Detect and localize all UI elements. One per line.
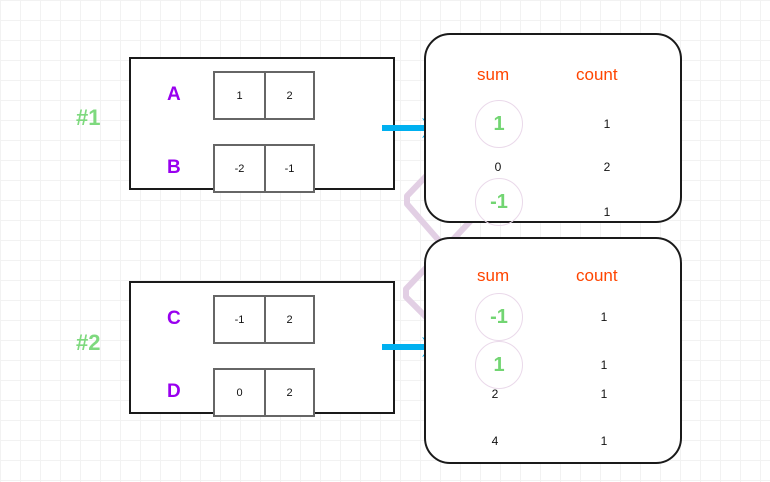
row-label-c: C (167, 308, 181, 329)
row-label-b: B (167, 157, 181, 178)
panel1-sum-row-2: -1 (475, 178, 523, 226)
group-box-1: A 1 2 B -2 -1 (129, 57, 395, 193)
panel2-sum-row-2: 2 (491, 387, 499, 401)
cell-c-0: -1 (234, 313, 245, 326)
cell-b-0: -2 (234, 162, 245, 175)
cell-a-1: 2 (264, 73, 313, 118)
panel2-header-count: count (576, 266, 618, 285)
panel2-header-sum: sum (477, 266, 510, 285)
cell-d-0: 0 (236, 386, 243, 399)
cell-d-1: 2 (264, 370, 313, 415)
panel2-sum-row-0: -1 (475, 293, 523, 341)
section-marker-1: #1 (76, 105, 101, 130)
panel1-sum-row-1: 0 (494, 160, 502, 174)
panel2-sum-row-1: 1 (475, 341, 523, 389)
result-panel-2: sum count -1 1 1 1 2 1 4 1 (424, 237, 682, 464)
section-marker-2: #2 (76, 330, 101, 355)
cell-pair-b: -2 -1 (213, 144, 315, 193)
row-label-d: D (167, 381, 181, 402)
panel1-header-count: count (576, 65, 618, 84)
cell-pair-d: 0 2 (213, 368, 315, 417)
panel1-count-row-0: 1 (603, 117, 611, 131)
panel2-count-row-0: 1 (600, 310, 608, 324)
cell-pair-a: 1 2 (213, 71, 315, 120)
cell-c-1: 2 (264, 297, 313, 342)
panel1-count-row-1: 2 (603, 160, 611, 174)
panel1-count-row-2: 1 (603, 205, 611, 219)
cell-a-0: 1 (236, 89, 243, 102)
panel2-count-row-1: 1 (600, 358, 608, 372)
panel1-header-sum: sum (477, 65, 510, 84)
row-label-a: A (167, 84, 181, 105)
panel2-count-row-3: 1 (600, 434, 608, 448)
panel1-sum-row-0: 1 (475, 100, 523, 148)
cell-b-1: -1 (264, 146, 313, 191)
panel2-sum-row-3: 4 (491, 434, 499, 448)
panel2-count-row-2: 1 (600, 387, 608, 401)
cell-pair-c: -1 2 (213, 295, 315, 344)
result-panel-1: sum count 1 1 0 2 -1 1 (424, 33, 682, 226)
group-box-2: C -1 2 D 0 2 (129, 281, 395, 417)
